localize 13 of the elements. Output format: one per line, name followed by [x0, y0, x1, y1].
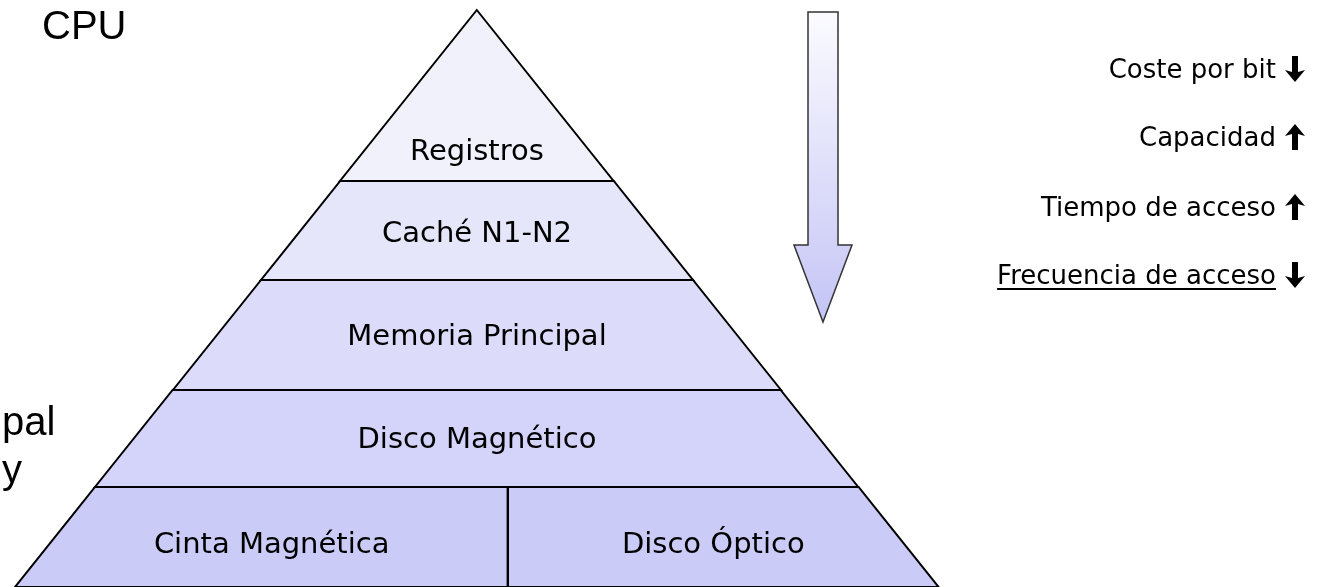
level-label: Disco Magnético: [357, 423, 597, 453]
text-fragment: CPU: [42, 2, 127, 49]
level-label: Caché N1-N2: [381, 217, 573, 247]
level-label: Registros: [410, 135, 544, 165]
property-label: Capacidad: [1139, 121, 1276, 154]
property-label: Tiempo de acceso: [1040, 191, 1276, 224]
level-label: Memoria Principal: [347, 320, 607, 350]
text-fragment: pal: [2, 398, 56, 445]
property-label: Frecuencia de acceso: [997, 259, 1276, 292]
property-label: Coste por bit: [1108, 53, 1276, 86]
text-fragment: y: [2, 446, 22, 493]
level-label: Cinta Magnética: [153, 528, 390, 558]
level-label: Disco Óptico: [621, 528, 805, 558]
